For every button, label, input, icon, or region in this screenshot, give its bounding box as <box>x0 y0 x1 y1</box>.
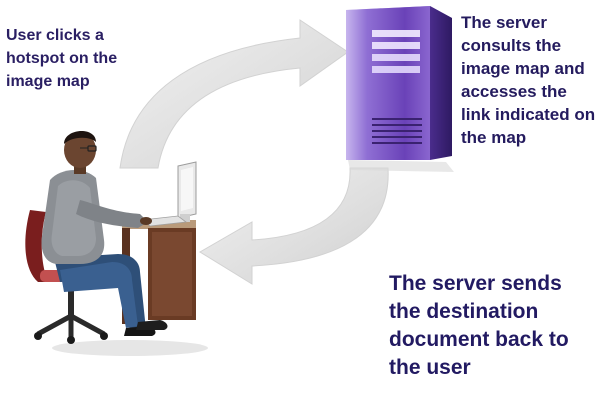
server-tower-icon <box>346 6 454 172</box>
curved-arrow-to-server-icon <box>119 19 349 169</box>
caption-server-sends-document: The server sends the destination documen… <box>389 272 569 379</box>
caption-user-clicks-hotspot: User clicks a hotspot on the image map <box>6 27 118 90</box>
caption-server-consults-map: The server consults the image map and ac… <box>461 13 596 147</box>
curved-arrow-to-user-icon <box>199 167 389 285</box>
user-at-computer-icon <box>25 130 208 356</box>
